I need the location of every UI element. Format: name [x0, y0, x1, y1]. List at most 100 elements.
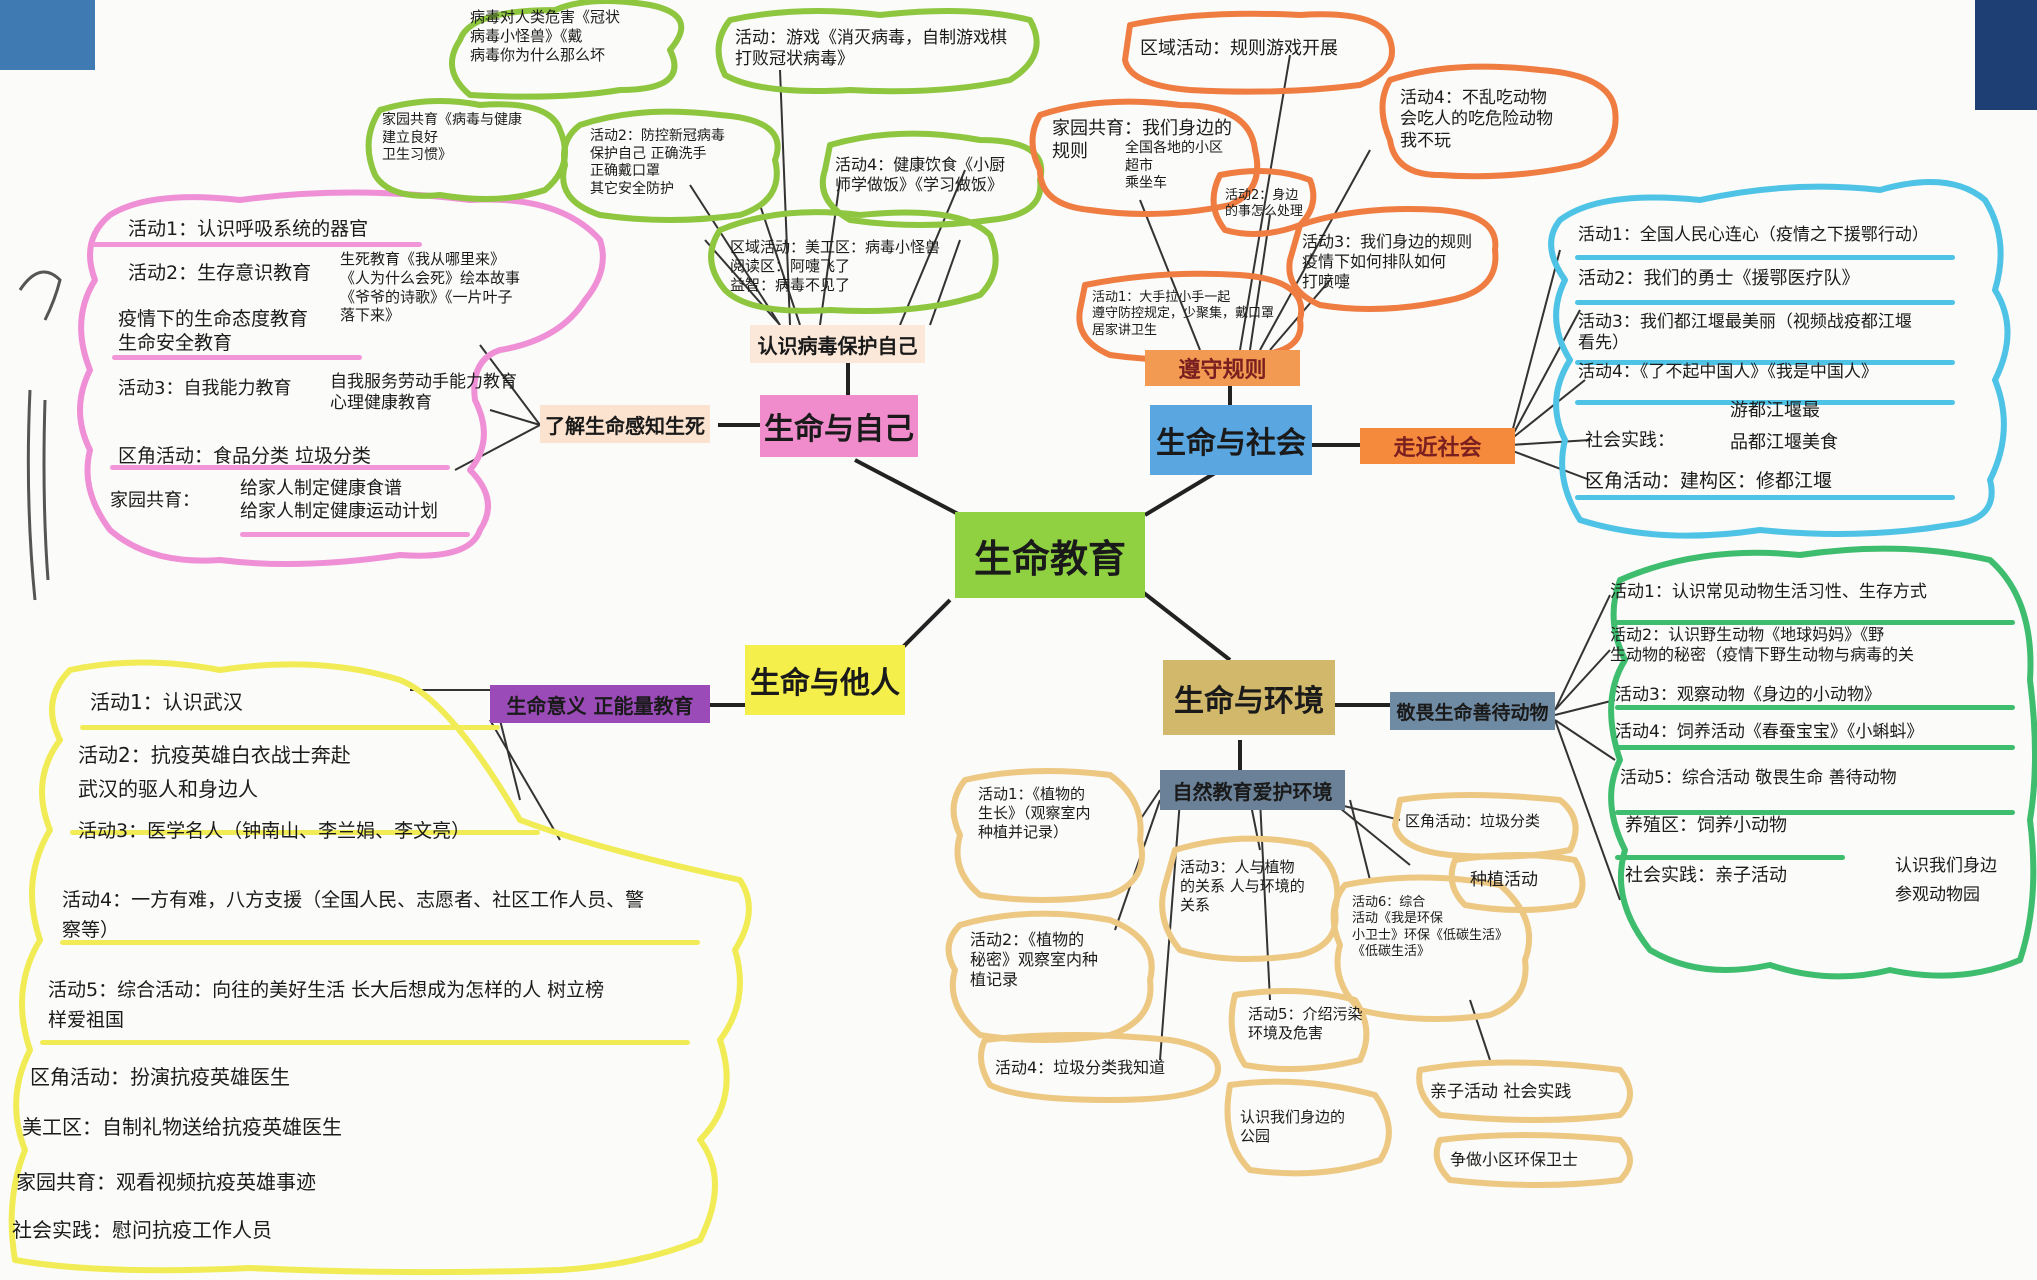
highlight: [1575, 400, 1955, 405]
cloud-n10: [1224, 1078, 1392, 1177]
cloud-r7: [1076, 270, 1305, 363]
cloud-r1: [1122, 10, 1395, 95]
sub-nature-label: 自然教育爱护环境: [1172, 779, 1333, 804]
text-s1: 活动1：全国人民心连心（疫情之下援鄂行动）: [1578, 225, 1929, 245]
text-s7: 区角活动：建构区：修都江堰: [1585, 470, 1833, 492]
text-a4: 活动4：饲养活动《春蚕宝宝》《小蝌蚪》: [1615, 722, 1924, 742]
text-p3: 生死教育《我从哪里来》 《人为什么会死》绘本故事 《爷爷的诗歌》《一片叶子 落下…: [340, 250, 521, 325]
highlight: [1615, 855, 1845, 860]
text-a3: 活动3：观察动物《身边的小动物》: [1615, 685, 1881, 705]
highlight: [1575, 495, 1955, 500]
sub-animal: 敬畏生命善待动物: [1390, 692, 1555, 730]
sub-society-label: 走近社会: [1393, 436, 1482, 461]
highlight: [1575, 255, 1955, 260]
sub-virus: 认识病毒保护自己: [750, 325, 925, 363]
branch-society-label: 生命与社会: [1156, 426, 1306, 461]
text-p4: 疫情下的生命态度教育 生命安全教育: [118, 308, 309, 354]
text-v4: 活动2：防控新冠病毒 保护自己 正确洗手 正确戴口罩 其它安全防护: [590, 128, 725, 197]
highlight: [112, 355, 362, 360]
text-n2: 活动3：人与植物 的关系 人与环境的 关系: [1180, 858, 1305, 914]
cloud-n11: [1433, 1132, 1633, 1188]
text-o5: 活动5：综合活动：向往的美好生活 长大后想成为怎样的人 树立榜 样爱祖国: [48, 979, 605, 1032]
branch-society: 生命与社会: [1150, 405, 1312, 475]
text-r1: 区域活动：规则游戏开展: [1140, 38, 1338, 59]
sub-meaning-label: 生命意义 正能量教育: [506, 693, 694, 718]
text-v3: 家园共育《病毒与健康 建立良好 卫生习惯》: [382, 112, 522, 163]
text-r5: 活动4：不乱吃动物 会吃人的吃危险动物 我不玩: [1400, 88, 1553, 151]
cloud-n3: [1392, 792, 1579, 860]
text-r6: 活动3：我们身边的规则 疫情下如何排队如何 打喷嚏: [1302, 232, 1473, 291]
cloud-r2: [1029, 98, 1261, 217]
cloud-v6: [708, 209, 999, 314]
cloud-animals: [1608, 545, 2037, 980]
sub-society: 走近社会: [1360, 428, 1515, 464]
text-n3: 区角活动：垃圾分类: [1405, 812, 1541, 830]
cloud-n7: [1228, 988, 1370, 1072]
highlight: [92, 242, 422, 247]
text-o7: 美工区：自制礼物送给抗疫英雄医生: [22, 1115, 342, 1139]
text-a6: 养殖区：饲养小动物: [1625, 815, 1787, 836]
text-r7: 活动1：大手拉小手一起 遵守防控规定，少聚集，戴口罩 居家讲卫生: [1092, 290, 1275, 338]
text-p1: 活动1：认识呼吸系统的器官: [128, 218, 369, 240]
text-a8: 认识我们身边 参观动物园: [1895, 856, 1997, 905]
sub-feel: 了解生命感知生死: [540, 405, 710, 443]
text-n4: 种植活动: [1470, 870, 1538, 890]
text-o2: 活动2：抗疫英雄白衣战士奔赴 武汉的驱人和身边人: [78, 743, 351, 801]
highlight: [40, 1040, 690, 1045]
sub-meaning: 生命意义 正能量教育: [490, 685, 710, 723]
sub-rules-label: 遵守规则: [1178, 358, 1267, 383]
branch-env-label: 生命与环境: [1174, 683, 1324, 719]
text-r3: 全国各地的小区 超市 乘坐车: [1125, 140, 1223, 191]
highlight: [1575, 360, 1955, 365]
cloud-n6: [945, 910, 1155, 1043]
sub-rules: 遵守规则: [1145, 350, 1300, 386]
text-p2: 活动2：生存意识教育: [128, 262, 312, 284]
text-s4: 活动4：《了不起中国人》《我是中国人》: [1578, 362, 1878, 382]
branch-others: 生命与他人: [745, 645, 905, 715]
text-a7: 社会实践：亲子活动: [1625, 865, 1787, 886]
branch-others-label: 生命与他人: [750, 666, 900, 701]
text-o9: 社会实践：慰问抗疫工作人员: [12, 1218, 272, 1242]
text-n5: 活动6：综合 活动《我是环保 小卫士》环保《低碳生活》 《低碳生活》: [1352, 895, 1509, 959]
branch-self-label: 生命与自己: [764, 412, 914, 447]
highlight: [1615, 810, 2015, 815]
highlight: [80, 725, 500, 730]
center-label: 生命教育: [973, 536, 1126, 581]
corner-object-fragment: [1975, 0, 2037, 110]
text-o4: 活动4：一方有难，八方支援（全国人民、志愿者、社区工作人员、警 察等）: [62, 889, 645, 942]
text-o3: 活动3：医学名人（钟南山、李兰娟、李文亮）: [78, 820, 471, 842]
cloud-v5: [819, 130, 1045, 228]
cloud-v1: [449, 0, 685, 100]
cloud-v2: [715, 8, 1040, 95]
highlight: [1615, 705, 2015, 710]
text-a2: 活动2：认识野生动物《地球妈妈》《野 生动物的秘密（疫情下野生动物与病毒的关: [1610, 625, 1915, 664]
cloud-n2: [1159, 835, 1341, 962]
cloud-n8: [978, 1032, 1221, 1103]
highlight: [1575, 300, 1955, 305]
text-a1: 活动1：认识常见动物生活习性、生存方式: [1610, 582, 1927, 602]
text-p8: 家园共育：: [110, 490, 200, 511]
text-n1: 活动1：《植物的 生长》（观察室内 种植并记录）: [978, 785, 1091, 841]
highlight: [240, 532, 470, 537]
text-a5: 活动5：综合活动 敬畏生命 善待动物: [1620, 768, 1897, 788]
text-s2: 活动2：我们的勇士《援鄂医疗队》: [1578, 268, 1860, 289]
text-n7: 活动5：介绍污染 环境及危害: [1248, 1005, 1363, 1042]
highlight: [110, 465, 450, 470]
cloud-others: [8, 659, 752, 1276]
text-p7: 区角活动：食品分类 垃圾分类: [118, 445, 372, 467]
highlight: [70, 830, 540, 835]
highlight: [1615, 745, 2015, 750]
cloud-v3: [365, 98, 568, 202]
cloud-society: [1548, 179, 2011, 539]
cloud-outlines: [8, 0, 2037, 1276]
text-o1: 活动1：认识武汉: [90, 690, 243, 714]
cloud-r5: [1379, 63, 1619, 180]
text-p9: 给家人制定健康食谱 给家人制定健康运动计划: [240, 478, 438, 522]
cloud-n9: [1416, 1059, 1633, 1123]
text-v6: 区域活动：美工区：病毒小怪兽 阅读区：阿嚏飞了 益智：病毒不见了: [730, 238, 941, 294]
text-o6: 区角活动：扮演抗疫英雄医生: [30, 1065, 290, 1089]
cloud-n1: [950, 768, 1145, 903]
center-node: 生命教育: [955, 512, 1145, 598]
cloud-v4: [560, 108, 781, 223]
